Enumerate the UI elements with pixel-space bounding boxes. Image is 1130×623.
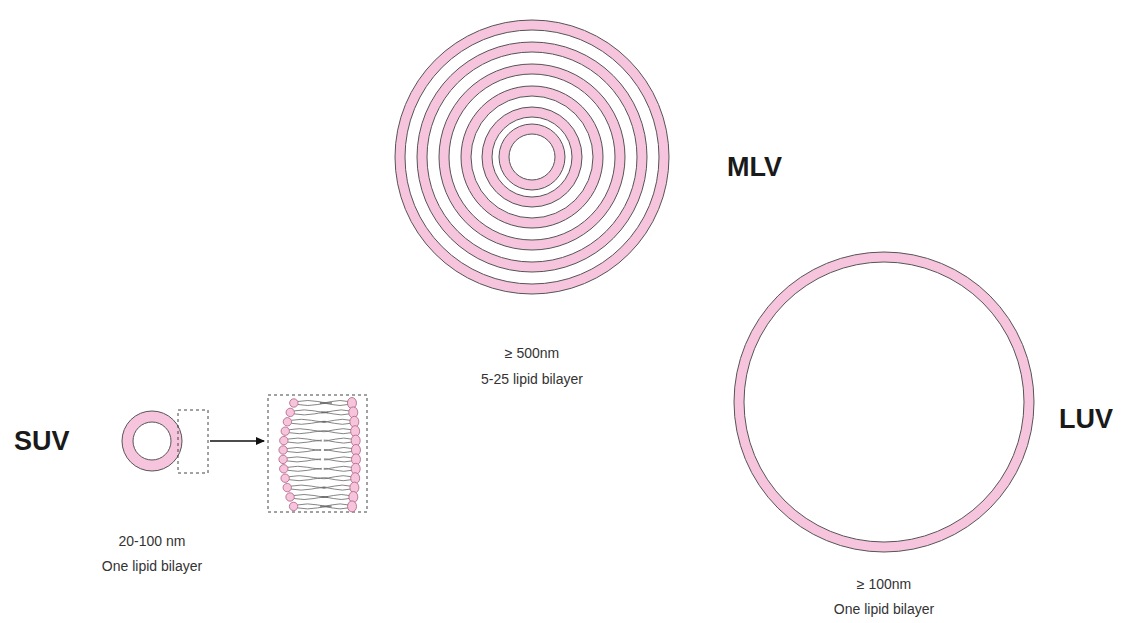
band-edge [133,422,171,460]
lipid-tail [322,419,350,421]
bilayer-band [487,112,577,202]
lipid-head [280,465,288,473]
lipid-tail [288,438,322,440]
bilayer-band [444,69,620,245]
band-edge [417,42,647,272]
lipid-tail [289,431,323,433]
lipid-tail [323,429,351,431]
lipid-head [283,418,291,426]
lipid-tail [324,466,352,468]
lipid-tail [320,504,348,506]
lipid-head [279,446,287,454]
zoom-arrow [210,440,264,442]
lipid-tail [323,478,351,480]
band-edge [439,64,625,250]
lipid-tail [323,476,351,478]
bilayer-inset [279,398,361,512]
lipid-tail [324,450,352,452]
lipid-tail [320,507,348,509]
lipid-tail [322,485,350,487]
vesicle-name: MLV [727,152,782,182]
lipid-tail [287,450,321,452]
band-edge [734,252,1034,552]
lipid-tail [289,478,323,480]
vesicle-name: SUV [14,426,70,456]
lipid-tail [289,476,323,478]
bilayer-band [739,257,1029,547]
lipid-tail [291,419,325,421]
lipid-head [280,436,288,444]
lipid-head [279,455,287,463]
lipid-head [286,408,294,416]
bilayer-band [400,25,664,289]
luv-vesicle [734,252,1034,552]
bilayer-band [504,129,560,185]
lipid-head [281,474,289,482]
lipid-tail [324,448,352,450]
lipid-head [289,502,297,510]
band-edge [461,86,603,228]
lipid-tail [324,457,352,459]
lipid-tail [322,488,350,490]
lipid-tail [324,438,352,440]
lipid-tail [288,469,322,471]
band-edge [449,74,615,240]
size-caption: ≥ 100nm [857,576,911,593]
lipid-tail [287,448,321,450]
lipid-tail [287,460,321,462]
band-edge [471,96,593,218]
mlv-vesicle [395,20,669,294]
lipid-tail [287,457,321,459]
layer-caption: 5-25 lipid bilayer [481,371,583,388]
band-edge [492,117,572,197]
inset-box [268,395,367,512]
lipid-tail [291,488,325,490]
band-edge [744,262,1024,542]
size-caption: ≥ 500nm [505,345,559,362]
lipid-head [281,427,289,435]
bilayer-band [466,91,598,223]
lipid-head [283,483,291,491]
lipid-tail [323,431,351,433]
bilayer-band [422,47,642,267]
band-edge [509,134,555,180]
band-edge [405,30,659,284]
suv-vesicle [122,411,182,471]
lipid-head [290,399,298,407]
band-edge [482,107,582,207]
bilayer-band [128,417,177,466]
band-edge [499,124,565,190]
lipid-tail [321,410,349,412]
vesicle-name: LUV [1059,404,1113,434]
lipid-tail [320,401,348,403]
lipid-tail [324,441,352,443]
lipid-tail [288,441,322,443]
size-caption: 20-100 nm [119,533,186,550]
lipid-head [348,501,357,512]
lipid-tail [291,485,325,487]
layer-caption: One lipid bilayer [834,601,934,618]
lipid-tail [289,429,323,431]
lipid-head [286,493,294,501]
lipid-tail [321,497,349,499]
lipid-tail [324,469,352,471]
band-edge [427,52,637,262]
lipid-tail [288,466,322,468]
band-edge [122,411,182,471]
lipid-tail [321,495,349,497]
lipid-tail [322,422,350,424]
lipid-tail [321,413,349,415]
zoom-box [178,410,208,473]
lipid-tail [324,460,352,462]
lipid-tail [291,422,325,424]
band-edge [395,20,669,294]
layer-caption: One lipid bilayer [102,558,202,575]
lipid-tail [320,403,348,405]
